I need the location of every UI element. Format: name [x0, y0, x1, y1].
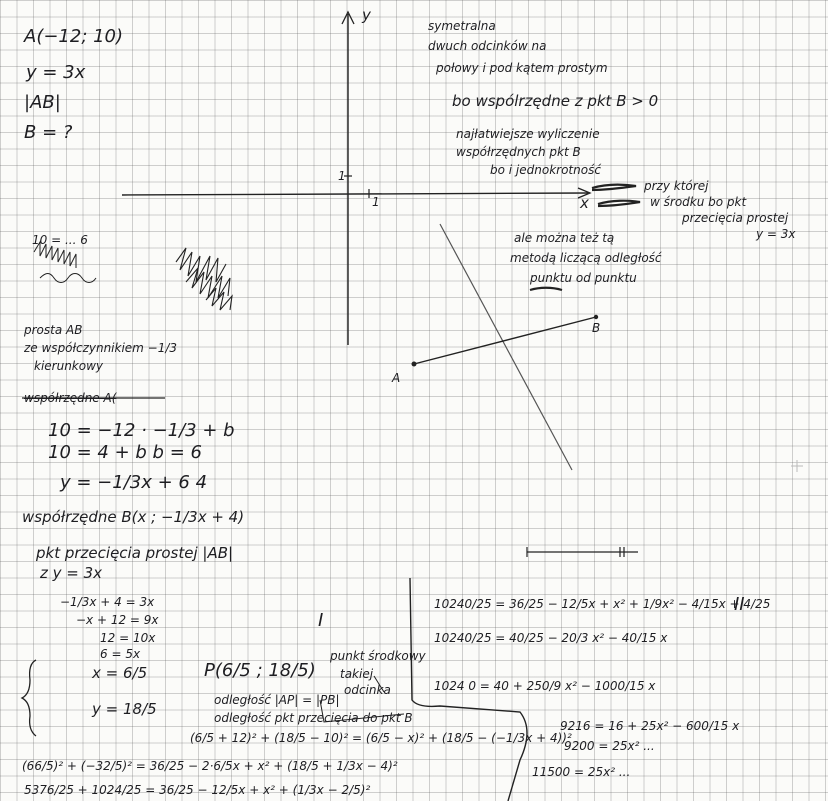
- work-roman-one: I: [318, 610, 324, 631]
- right-work-2: 10240/25 = 40/25 − 20/3 x² − 40/15 x: [434, 631, 668, 645]
- work-dist-2: odległość pkt przecięcia do pkt B: [214, 711, 413, 725]
- system-brace: [20, 659, 37, 737]
- x-axis-label: x: [580, 194, 589, 212]
- note-simplest-3: bo i jednokrotność: [490, 163, 601, 177]
- note-symmetry-2: dwuch odcinków na: [428, 39, 547, 53]
- work-coords-b: współrzędne B(x ; −1/3x + 4): [22, 508, 245, 526]
- right-work-3: 1024 0 = 40 + 250/9 x² − 1000/15 x: [434, 679, 656, 693]
- point-b-dot: [593, 314, 599, 320]
- work-line-ab-1: prosta AB: [24, 323, 83, 337]
- right-roman-two: II: [734, 594, 745, 615]
- given-line-eq: y = 3x: [26, 62, 86, 83]
- work-eq-1: 10 = −12 · −1/3 + b: [48, 420, 235, 441]
- work-note-box-1: punkt środkowy: [330, 649, 426, 663]
- work-eq-3: y = −1/3x + 6 4: [60, 472, 208, 493]
- given-unknown: B = ?: [24, 122, 73, 143]
- work-sys-3: 12 = 10x: [100, 631, 156, 645]
- note-alt-1: ale można też tą: [514, 231, 615, 245]
- work-sys-2: −x + 12 = 9x: [76, 613, 159, 627]
- tick-y-label: 1: [338, 169, 346, 183]
- x-axis-arrow: [577, 187, 592, 199]
- work-scribble: 10 = ... 6: [32, 233, 88, 247]
- note-alt-2: metodą liczącą odległość: [510, 251, 662, 265]
- note-side-2: w środku bo pkt: [650, 195, 747, 209]
- scribble-block: [175, 247, 233, 311]
- work-dist-3: (6/5 + 12)² + (18/5 − 10)² = (6/5 − x)² …: [190, 731, 572, 745]
- work-note-box-2: takiej: [340, 667, 374, 681]
- right-work-4: 9216 = 16 + 25x² − 600/15 x: [560, 719, 740, 733]
- work-sys-y: y = 18/5: [92, 700, 157, 718]
- work-sys-x: x = 6/5: [92, 664, 148, 682]
- given-point-a: A(−12; 10): [24, 26, 124, 47]
- point-a-label: A: [392, 371, 401, 385]
- note-side-4: y = 3x: [756, 227, 796, 241]
- work-dist-4: (66/5)² + (−32/5)² = 36/25 − 2·6/5x + x²…: [22, 759, 398, 773]
- tick-x-label: 1: [372, 195, 380, 209]
- work-sys-4: 6 = 5x: [100, 647, 141, 661]
- divider-curve: [409, 577, 528, 801]
- note-alt-3: punktu od punktu: [530, 271, 637, 285]
- point-b-label: B: [592, 321, 601, 335]
- work-line-ab-3: kierunkowy: [34, 359, 104, 373]
- work-dist-5: 5376/25 + 1024/25 = 36/25 − 12/5x + x² +…: [24, 783, 371, 797]
- scribble-right: [529, 183, 641, 292]
- note-simplest-2: współrzędnych pkt B: [456, 145, 581, 159]
- note-symmetry-3: połowy i pod kątem prostym: [436, 61, 608, 75]
- work-note-box-3: odcinka: [344, 683, 391, 697]
- work-intersect-2: z y = 3x: [40, 564, 103, 582]
- note-symmetry-1: symetralna: [428, 19, 496, 33]
- work-coords-struck: współrzędne A(: [24, 391, 117, 405]
- note-because: bo wspólrzędne z pkt B > 0: [452, 92, 659, 110]
- y-axis-arrow: [341, 10, 355, 25]
- right-work-6: 11500 = 25x² ...: [532, 765, 631, 779]
- right-work-5: 9200 = 25x² ...: [564, 739, 655, 753]
- x-axis: [121, 192, 589, 196]
- line-y3x: [439, 223, 573, 471]
- work-eq-2: 10 = 4 + b b = 6: [48, 442, 202, 463]
- work-point-p: P(6/5 ; 18/5): [204, 660, 316, 681]
- note-arrow: [373, 675, 385, 693]
- work-intersect-1: pkt przecięcia prostej |AB|: [36, 544, 234, 562]
- work-sys-1: −1/3x + 4 = 3x: [60, 595, 155, 609]
- note-box: [319, 699, 405, 723]
- y-axis-label: y: [362, 6, 371, 24]
- scribble-small: [33, 240, 97, 283]
- point-a-dot: [411, 361, 417, 367]
- note-simplest-1: najłatwiejsze wyliczenie: [456, 127, 600, 141]
- note-side-1: przy której: [644, 179, 709, 193]
- segment-ab: [413, 316, 597, 365]
- note-side-3: przecięcia prostej: [682, 211, 789, 225]
- right-work-1: 10240/25 = 36/25 − 12/5x + x² + 1/9x² − …: [434, 597, 771, 611]
- work-line-ab-2: ze współczynnikiem −1/3: [24, 341, 178, 355]
- given-segment: |AB|: [24, 92, 61, 113]
- work-dist-1: odległość |AP| = |PB|: [214, 693, 340, 707]
